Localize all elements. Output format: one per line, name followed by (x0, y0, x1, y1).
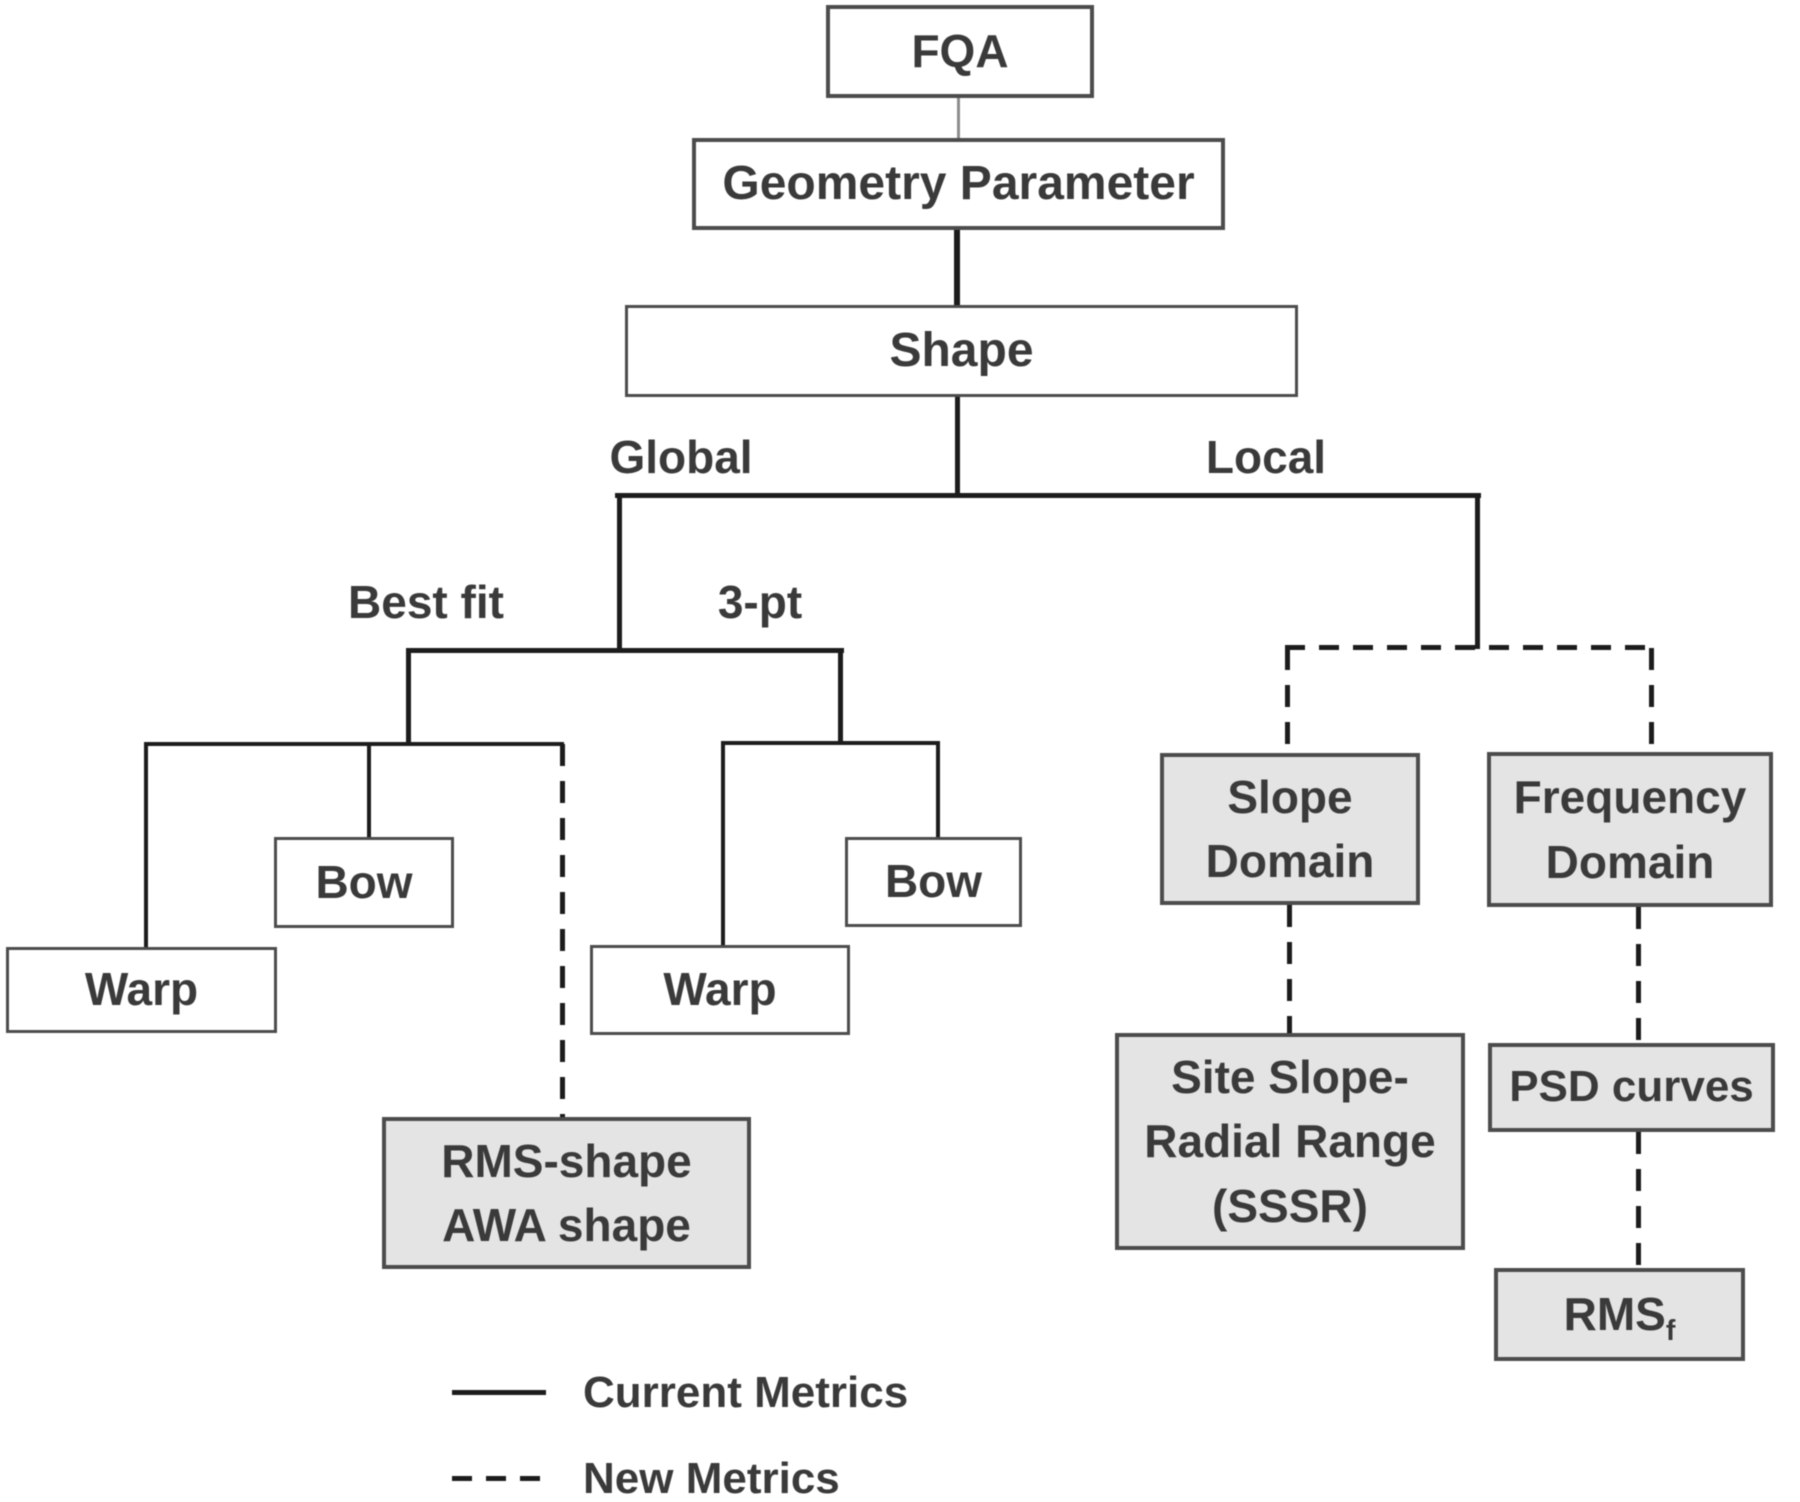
node-geometry-parameter-label: Geometry Parameter (722, 157, 1195, 211)
connector-shape-branch (955, 396, 960, 496)
branch-label-best-fit: Best fit (348, 576, 504, 628)
dashed-connector-rms-shape (560, 744, 565, 1117)
node-geometry-parameter: Geometry Parameter (692, 138, 1225, 230)
dashed-connector-rms-f (1636, 1132, 1641, 1268)
node-bow-3pt-label: Bow (884, 855, 983, 908)
node-sssr-line2: Radial Range (1144, 1115, 1436, 1168)
node-warp-bestfit-label: Warp (84, 963, 199, 1016)
connector-geometry-shape (954, 229, 960, 306)
node-sssr-line3: (SSSR) (1212, 1179, 1368, 1232)
node-sssr: Site Slope- Radial Range (SSSR) (1115, 1033, 1465, 1250)
dashed-connector-slope-domain (1285, 648, 1290, 753)
branch-line-bestfit-3pt (406, 648, 844, 653)
node-slope-domain-line2: Domain (1205, 835, 1375, 887)
node-frequency-domain-line1: Frequency (1513, 771, 1747, 824)
branch-label-3pt: 3-pt (717, 576, 803, 628)
branch-line-global-local (615, 493, 1481, 498)
connector-bow-bestfit (367, 742, 371, 839)
node-warp-bestfit: Warp (6, 947, 277, 1033)
legend-label-current-metrics: Current Metrics (583, 1368, 909, 1417)
node-bow-bestfit-label: Bow (315, 855, 413, 908)
legend-swatch-dashed-line (452, 1476, 546, 1481)
dashed-branch-line-local (1285, 645, 1655, 650)
node-bow-3pt: Bow (845, 837, 1022, 927)
connector-local-down (1475, 493, 1480, 649)
node-bow-bestfit: Bow (274, 837, 454, 928)
node-warp-3pt-label: Warp (663, 963, 777, 1016)
connector-bow-3pt (936, 741, 940, 839)
node-rms-awa-shape-line2: AWA shape (442, 1199, 691, 1251)
node-shape: Shape (625, 305, 1298, 397)
connector-warp-bestfit (144, 742, 148, 949)
node-frequency-domain: Frequency Domain (1487, 752, 1773, 907)
node-rms-f-label: RMSf (1563, 1287, 1676, 1348)
branch-label-local: Local (1205, 431, 1327, 483)
branch-label-global: Global (609, 431, 753, 483)
dashed-connector-psd-curves (1636, 907, 1641, 1043)
branch-line-bestfit-children (144, 742, 564, 746)
node-rms-awa-shape: RMS-shape AWA shape (382, 1117, 751, 1269)
node-frequency-domain-line2: Domain (1545, 835, 1715, 888)
legend-label-new-metrics: New Metrics (583, 1454, 840, 1502)
connector-warp-3pt (721, 741, 725, 947)
legend-swatch-solid-line (452, 1390, 546, 1395)
node-rms-f: RMSf (1494, 1268, 1745, 1361)
node-slope-domain-line1: Slope (1227, 770, 1353, 823)
connector-bestfit-down (406, 648, 411, 746)
connector-global-down (617, 493, 622, 653)
node-fqa: FQA (826, 5, 1094, 98)
node-shape-label: Shape (889, 324, 1034, 378)
node-rms-f-subscript: f (1665, 1315, 1676, 1348)
connector-fqa-geometry (957, 97, 960, 139)
branch-line-3pt-children (721, 741, 940, 745)
connector-3pt-down (838, 648, 843, 745)
node-fqa-label: FQA (911, 24, 1009, 77)
node-rms-awa-shape-line1: RMS-shape (441, 1134, 692, 1187)
node-warp-3pt: Warp (590, 945, 850, 1035)
dashed-connector-sssr (1287, 905, 1292, 1033)
node-psd-curves-label: PSD curves (1509, 1062, 1754, 1112)
dashed-connector-frequency-domain (1649, 648, 1654, 752)
node-psd-curves: PSD curves (1488, 1043, 1775, 1132)
node-sssr-line1: Site Slope- (1171, 1050, 1409, 1103)
node-slope-domain: Slope Domain (1160, 753, 1420, 905)
